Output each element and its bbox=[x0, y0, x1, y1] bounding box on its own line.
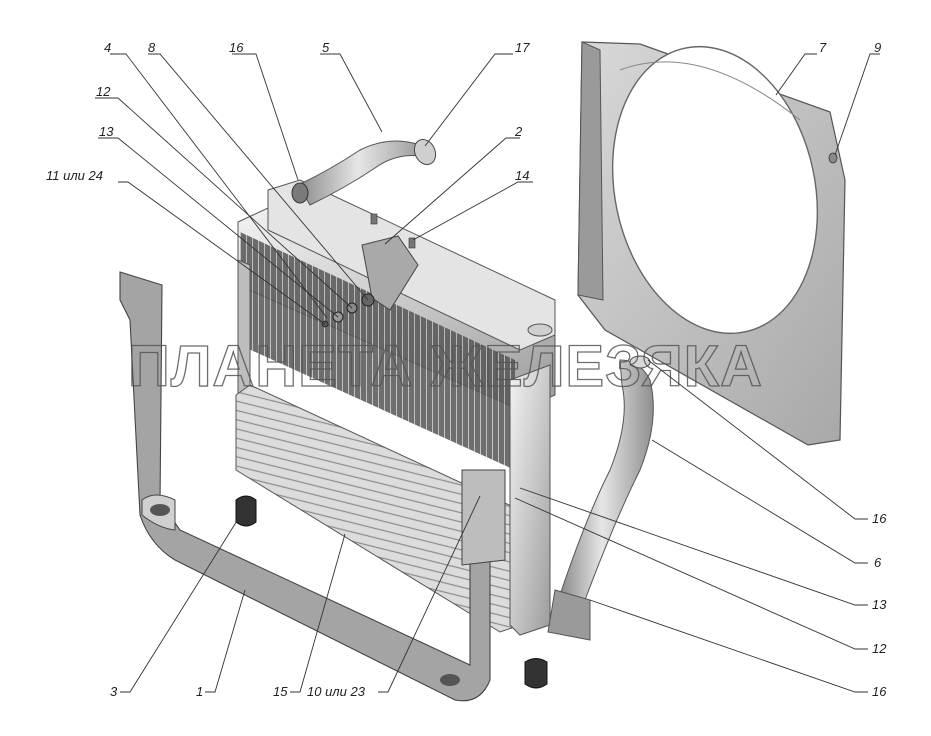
fan-shroud bbox=[577, 41, 846, 446]
callout-11-or-24: 11 или 24 bbox=[46, 168, 103, 183]
support-frame bbox=[119, 271, 506, 702]
callout-12-bottom: 12 bbox=[872, 641, 887, 656]
callout-16-top: 16 bbox=[229, 40, 244, 55]
callout-14: 14 bbox=[515, 168, 529, 183]
callout-6: 6 bbox=[874, 555, 882, 570]
lower-hose bbox=[547, 355, 654, 641]
fan-shroud-bolt bbox=[828, 152, 838, 164]
callout-5: 5 bbox=[322, 40, 330, 55]
callout-16-mid: 16 bbox=[872, 511, 887, 526]
callout-2: 2 bbox=[514, 124, 523, 139]
callout-10-or-23: 10 или 23 bbox=[307, 684, 366, 699]
callout-7: 7 bbox=[819, 40, 827, 55]
callout-13-top: 13 bbox=[99, 124, 114, 139]
callout-12-top: 12 bbox=[96, 84, 111, 99]
leader-lines bbox=[95, 53, 880, 693]
callout-4: 4 bbox=[104, 40, 111, 55]
watermark: ПЛАНЕТА ЖЕЛЕЗЯКА bbox=[128, 334, 763, 399]
rubber-cushion bbox=[235, 495, 548, 689]
callout-13-bottom: 13 bbox=[872, 597, 887, 612]
callout-3: 3 bbox=[110, 684, 118, 699]
callout-labels: 4 8 16 5 17 7 9 12 13 2 11 или 24 14 16 … bbox=[46, 40, 887, 699]
radiator-core bbox=[235, 179, 556, 636]
upper-hose bbox=[291, 138, 437, 206]
callout-8: 8 bbox=[148, 40, 156, 55]
bolt bbox=[370, 213, 416, 249]
callout-16-bottom: 16 bbox=[872, 684, 887, 699]
callout-17: 17 bbox=[515, 40, 530, 55]
callout-9: 9 bbox=[874, 40, 881, 55]
callout-15: 15 bbox=[273, 684, 288, 699]
callout-1: 1 bbox=[196, 684, 203, 699]
